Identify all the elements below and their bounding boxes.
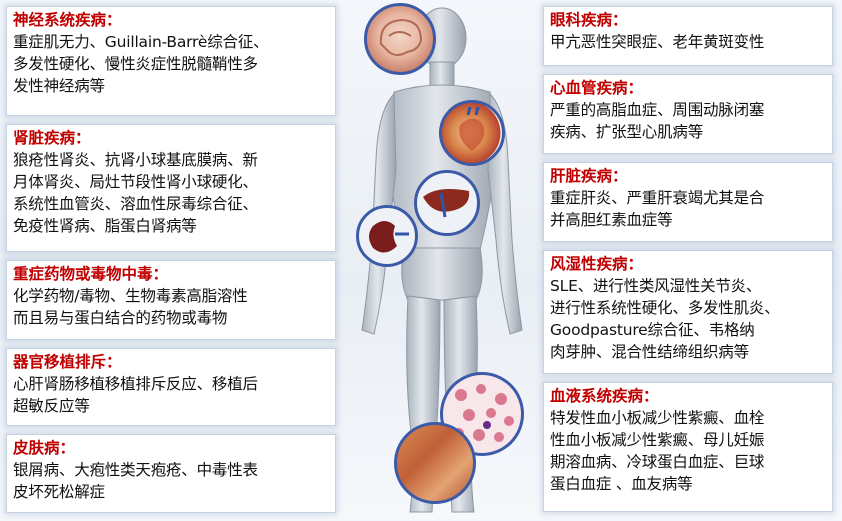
box-line: 疾病、扩张型心肌病等 <box>550 123 704 141</box>
box-line: 化学药物/毒物、生物毒素高脂溶性 <box>13 287 248 305</box>
box-line: 银屑病、大疱性类天疱疮、中毒性表 <box>13 461 258 479</box>
box-line: 超敏反应等 <box>13 397 90 415</box>
box-skin: 皮肤病： 银屑病、大疱性类天疱疮、中毒性表 皮坏死松解症 <box>6 434 336 513</box>
box-line: 而且易与蛋白结合的药物或毒物 <box>13 309 228 327</box>
box-title: 重症药物或毒物中毒： <box>13 265 169 283</box>
brain-icon <box>364 3 436 75</box>
box-line: 免疫性肾病、脂蛋白肾病等 <box>13 217 197 235</box>
box-title: 血液系统疾病： <box>550 387 659 405</box>
box-line: 甲亢恶性突眼症、老年黄斑变性 <box>550 33 765 51</box>
box-title: 风湿性疾病： <box>550 255 644 273</box>
box-rheumatic: 风湿性疾病： SLE、进行性类风湿性关节炎、 进行性系统性硬化、多发性肌炎、 G… <box>543 250 833 374</box>
liver-icon <box>414 170 480 236</box>
box-line: Goodpasture综合征、韦格纳 <box>550 321 755 339</box>
box-line: 肉芽肿、混合性结缔组织病等 <box>550 343 749 361</box>
box-line: 心肝肾肠移植移植排斥反应、移植后 <box>13 375 258 393</box>
box-transplant: 器官移植排斥： 心肝肾肠移植移植排斥反应、移植后 超敏反应等 <box>6 348 336 426</box>
box-line: 发性神经病等 <box>13 77 105 95</box>
box-line: 蛋白血症 、血友病等 <box>550 475 693 493</box>
box-line: 性血小板减少性紫癜、母儿妊娠 <box>550 431 765 449</box>
box-line: 严重的高脂血症、周围动脉闭塞 <box>550 101 765 119</box>
box-line: 系统性血管炎、溶血性尿毒综合征、 <box>13 195 258 213</box>
heart-icon <box>439 100 505 166</box>
box-poisoning: 重症药物或毒物中毒： 化学药物/毒物、生物毒素高脂溶性 而且易与蛋白结合的药物或… <box>6 260 336 340</box>
box-title: 器官移植排斥： <box>13 353 122 371</box>
box-title: 肾脏疾病： <box>13 129 91 147</box>
box-neuro: 神经系统疾病： 重症肌无力、Guillain-Barrè综合征、 多发性硬化、慢… <box>6 6 336 116</box>
box-line: 重症肌无力、Guillain-Barrè综合征、 <box>13 33 269 51</box>
box-title: 心血管疾病： <box>550 79 644 97</box>
box-title: 神经系统疾病： <box>13 11 122 29</box>
box-line: 进行性系统性硬化、多发性肌炎、 <box>550 299 780 317</box>
box-title: 皮肤病： <box>13 439 76 457</box>
skin-icon <box>394 422 476 504</box>
box-line: SLE、进行性类风湿性关节炎、 <box>550 277 762 295</box>
human-body-figure <box>342 0 540 517</box>
box-title: 眼科疾病： <box>550 11 628 29</box>
box-line: 多发性硬化、慢性炎症性脱髓鞘性多 <box>13 55 258 73</box>
box-title: 肝脏疾病： <box>550 167 628 185</box>
box-liver: 肝脏疾病： 重症肝炎、严重肝衰竭尤其是合 并高胆红素血症等 <box>543 162 833 242</box>
box-line: 特发性血小板减少性紫癜、血栓 <box>550 409 765 427</box>
box-cardio: 心血管疾病： 严重的高脂血症、周围动脉闭塞 疾病、扩张型心肌病等 <box>543 74 833 154</box>
box-kidney: 肾脏疾病： 狼疮性肾炎、抗肾小球基底膜病、新 月体肾炎、局灶节段性肾小球硬化、 … <box>6 124 336 252</box>
box-line: 月体肾炎、局灶节段性肾小球硬化、 <box>13 173 258 191</box>
kidney-icon <box>356 205 418 267</box>
box-line: 期溶血病、冷球蛋白血症、巨球 <box>550 453 765 471</box>
box-line: 狼疮性肾炎、抗肾小球基底膜病、新 <box>13 151 258 169</box>
box-blood: 血液系统疾病： 特发性血小板减少性紫癜、血栓 性血小板减少性紫癜、母儿妊娠 期溶… <box>543 382 833 512</box>
box-line: 并高胆红素血症等 <box>550 211 673 229</box>
box-line: 重症肝炎、严重肝衰竭尤其是合 <box>550 189 765 207</box>
box-eye: 眼科疾病： 甲亢恶性突眼症、老年黄斑变性 <box>543 6 833 66</box>
box-line: 皮坏死松解症 <box>13 483 105 501</box>
